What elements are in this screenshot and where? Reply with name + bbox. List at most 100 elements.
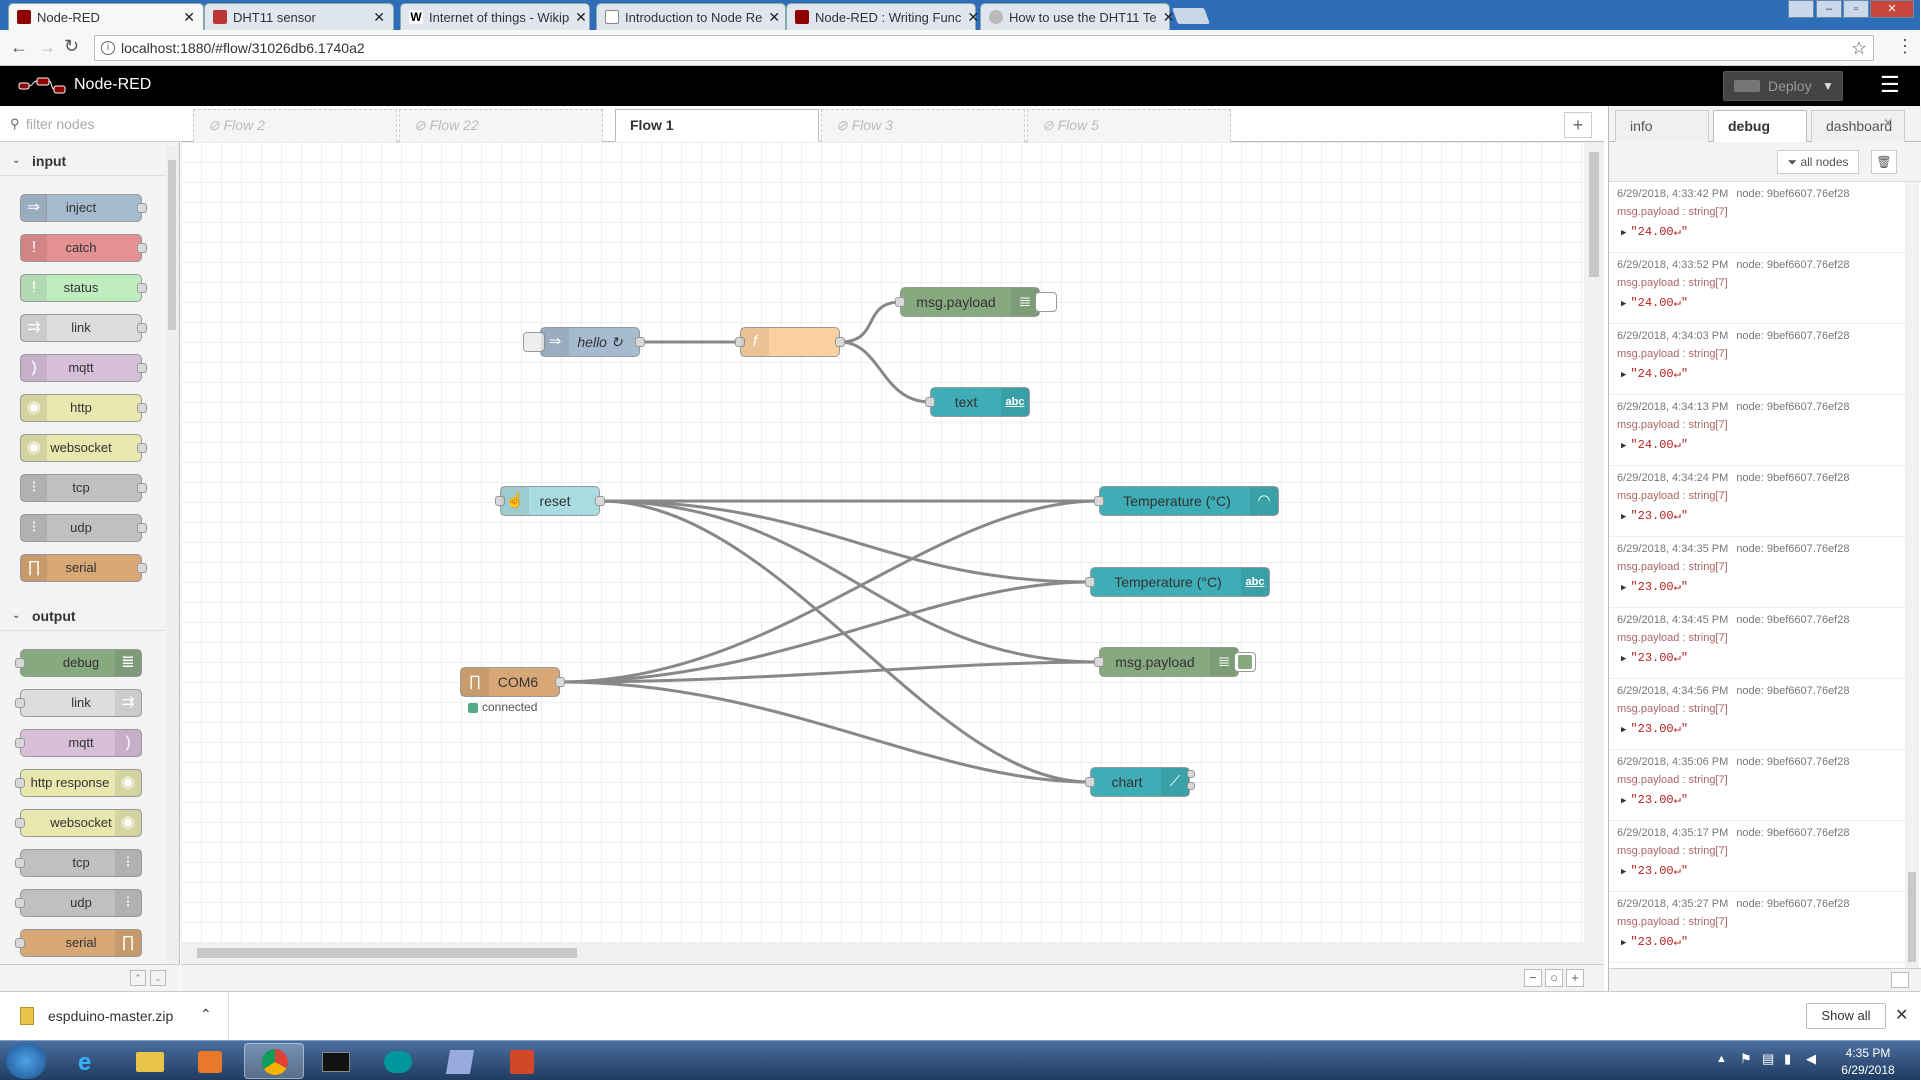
debug-message-value[interactable]: ▶"23.00↵" [1621,793,1689,807]
debug-message-node[interactable]: node: 9bef6607.76ef28 [1736,401,1850,413]
info-icon[interactable]: i [101,41,115,55]
zoom-out-button[interactable]: − [1524,969,1542,987]
debug-message-node[interactable]: node: 9bef6607.76ef28 [1736,898,1850,910]
palette-node-status[interactable]: !status [20,274,147,302]
chevron-up-icon[interactable]: ⌃ [200,1006,212,1022]
palette-scrollbar[interactable] [166,146,178,966]
palette-node-udp-out[interactable]: udp⁝ [15,889,142,917]
input-port[interactable] [1094,496,1104,506]
powerpoint-icon[interactable] [492,1043,552,1079]
wire[interactable] [559,499,1100,684]
debug-message-node[interactable]: node: 9bef6607.76ef28 [1736,827,1850,839]
debug-message-value[interactable]: ▶"23.00↵" [1621,935,1689,949]
hamburger-menu-icon[interactable]: ☰ [1880,72,1900,97]
output-port[interactable] [555,677,565,687]
caret-right-icon[interactable]: ▶ [1621,370,1627,380]
input-port[interactable] [15,698,25,708]
reload-icon[interactable]: ↻ [64,36,80,56]
filter-nodes-input[interactable]: ⚲ filter nodes [0,106,180,142]
tab-flow-3[interactable]: ⊘ Flow 3 [821,109,1025,142]
debug-message-node[interactable]: node: 9bef6607.76ef28 [1736,330,1850,342]
input-port[interactable] [15,778,25,788]
caret-right-icon[interactable]: ▶ [1621,654,1627,664]
palette-node-mqtt-out[interactable]: mqtt) [15,729,142,757]
node-inject-hello[interactable]: ⇒ hello ↻ [523,327,645,357]
palette-node-serial-in[interactable]: ∏serial [20,554,147,582]
output-port[interactable] [137,243,147,253]
windows-start-icon[interactable] [6,1043,46,1079]
output-port[interactable] [137,323,147,333]
output-port[interactable] [137,483,147,493]
zoom-reset-button[interactable]: ○ [1545,969,1563,987]
tab-info[interactable]: info [1615,110,1709,142]
output-port[interactable] [137,203,147,213]
debug-message-value[interactable]: ▶"23.00↵" [1621,509,1689,523]
url-input[interactable]: i localhost:1880/#flow/31026db6.1740a2 ☆ [94,35,1874,61]
debug-message-value[interactable]: ▶"23.00↵" [1621,864,1689,878]
power-icon[interactable]: ▮ [1784,1051,1792,1066]
palette-node-tcp-in[interactable]: ⁝tcp [20,474,147,502]
chevron-down-icon[interactable]: ▼ [1822,79,1834,93]
inject-trigger-button[interactable] [523,332,545,352]
debug-message-value[interactable]: ▶"24.00↵" [1621,438,1689,452]
close-icon[interactable]: ✕ [967,8,980,25]
maximize-icon[interactable]: ▫ [1843,0,1869,18]
close-icon[interactable]: ✕ [575,8,587,25]
node-debug-msg-payload[interactable]: msg.payload ≣ [895,287,1057,317]
debug-scrollbar[interactable] [1905,182,1919,968]
workspace-vertical-scrollbar[interactable] [1584,142,1604,942]
internet-explorer-icon[interactable]: e [78,1049,92,1076]
palette-node-serial-out[interactable]: serial∏ [15,929,142,957]
output-port[interactable] [635,337,645,347]
wire[interactable] [839,300,902,344]
output-port[interactable] [1187,782,1195,790]
caret-right-icon[interactable]: ▶ [1621,725,1627,735]
node-ui-text-temperature[interactable]: Temperature (°C) abc [1085,567,1270,597]
caret-right-icon[interactable]: ▶ [1621,512,1627,522]
browser-tab-writing-functions[interactable]: Node-RED : Writing Func ✕ [786,3,980,30]
window-close-icon[interactable]: ✕ [1870,0,1914,18]
tab-debug[interactable]: debug [1713,110,1807,143]
show-all-button[interactable]: Show all [1806,1003,1886,1029]
media-player-icon[interactable] [180,1043,240,1079]
caret-right-icon[interactable]: ▶ [1621,299,1627,309]
palette-node-debug[interactable]: debug≣ [15,649,142,677]
browser-tab-dht11[interactable]: DHT11 sensor ✕ [204,3,394,30]
wire[interactable] [559,660,1100,684]
output-port[interactable] [137,363,147,373]
node-ui-button-reset[interactable]: ☝ reset [495,486,605,516]
notepad-icon[interactable] [430,1043,490,1079]
caret-right-icon[interactable]: ▶ [1621,796,1627,806]
input-port[interactable] [495,496,505,506]
debug-message-node[interactable]: node: 9bef6607.76ef28 [1736,614,1850,626]
command-prompt-icon[interactable] [306,1043,366,1079]
output-port[interactable] [137,443,147,453]
palette-node-link-out[interactable]: link⇉ [15,689,142,717]
back-arrow-icon[interactable]: ← [10,37,28,57]
scrollbar-thumb[interactable] [1589,152,1599,277]
clock-time[interactable]: 4:35 PM [1845,1046,1891,1060]
input-port[interactable] [1085,577,1095,587]
wire[interactable] [599,499,1100,664]
minimize-icon[interactable]: – [1816,0,1842,18]
tab-flow-2[interactable]: ⊘ Flow 2 [193,109,397,142]
deploy-button[interactable]: Deploy ▼ [1723,71,1843,101]
close-icon[interactable]: ✕ [1895,1007,1909,1024]
download-filename[interactable]: espduino-master.zip [48,1008,174,1024]
user-icon[interactable] [1788,0,1814,18]
close-icon[interactable]: ✕ [768,8,781,25]
clock-date[interactable]: 6/29/2018 [1841,1063,1895,1077]
debug-filter-button[interactable]: ⏷ all nodes [1777,150,1859,174]
node-serial-com6[interactable]: ∏ COM6 [460,667,565,697]
file-explorer-icon[interactable] [120,1043,180,1079]
open-window-icon[interactable] [1891,972,1909,988]
scrollbar-thumb[interactable] [197,948,577,958]
